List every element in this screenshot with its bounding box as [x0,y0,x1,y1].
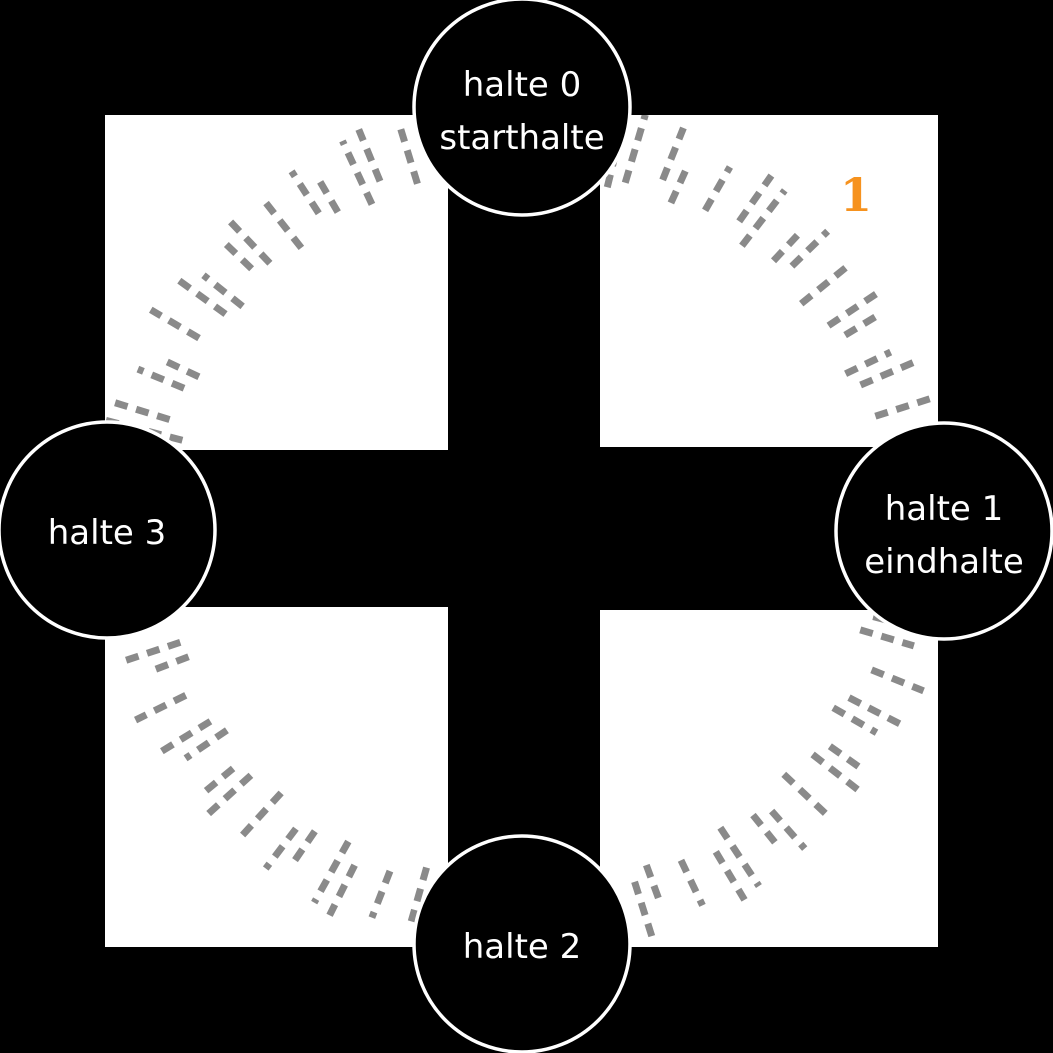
node-label-halte-0-line1: halte 0 [463,65,582,105]
route-tick [736,173,775,224]
route-tick [810,751,867,798]
route-tick [262,826,299,871]
route-tick [874,393,936,420]
node-halte-0: halte 0 starthalte [412,0,632,217]
route-tick [200,765,236,797]
route-tick [134,692,188,724]
node-circle-halte-0 [412,0,632,217]
route-tick [631,880,657,942]
route-tick [157,718,213,756]
route-tick [827,743,865,773]
edge-weight-label-0: 1 [840,168,872,222]
route-tick [843,311,882,339]
node-halte-1: halte 1 eindhalte [834,421,1053,641]
node-label-halte-2-line1: halte 2 [463,927,582,967]
route-tick [183,727,229,762]
node-label-halte-3-line1: halte 3 [48,513,167,553]
route-tick [769,808,808,851]
node-circle-halte-3 [0,420,217,640]
square-top-left [105,115,448,450]
route-tick [289,829,318,867]
route-tick [739,188,788,248]
node-label-halte-0-line2: starthalte [439,118,604,158]
node-halte-3: halte 3 [0,420,217,640]
route-tick [109,397,171,423]
route-tick [781,771,830,818]
route-tick [394,119,421,185]
route-tick [220,238,255,272]
route-tick [831,704,879,736]
route-tick [621,115,649,184]
route-tick [368,869,394,919]
square-bottom-left [105,607,448,947]
route-tick [844,348,893,377]
route-tick [659,126,687,182]
route-tick [770,229,804,264]
route-tick [148,306,201,342]
route-tick [161,356,201,381]
route-tick [847,694,904,729]
route-tick [717,825,762,889]
route-tick [870,666,925,695]
route-tick [288,169,322,216]
route-tick [677,858,706,907]
route-tick [314,175,341,214]
route-tick [643,863,664,904]
route-tick [407,866,430,923]
route-tick [702,165,733,213]
route-tick [311,839,352,905]
route-tick [326,863,358,917]
route-tick [222,213,273,266]
node-label-halte-1-line2: eindhalte [864,542,1024,582]
route-tick [859,358,918,389]
route-tick [667,165,691,205]
route-tick [201,272,245,310]
route-tick [859,626,915,650]
route-tick [238,790,284,840]
square-bottom-right [600,610,938,947]
node-label-halte-1-line1: halte 1 [885,489,1004,529]
square-top-right [600,115,938,447]
route-tick [712,850,748,902]
route-tick [799,263,851,307]
route-tick [339,139,376,206]
node-halte-2: halte 2 [412,834,632,1053]
route-tick [174,276,228,317]
route-tick [149,653,190,675]
route-tick [355,128,384,183]
route-tick [826,286,885,329]
route-tick [116,639,182,667]
route-tick [136,365,186,392]
node-circle-halte-1 [834,421,1053,641]
route-tick [261,198,305,251]
node-circle-halte-2 [412,834,632,1053]
route-tick [750,812,781,849]
route-tick [200,772,254,822]
route-tick [789,228,831,269]
